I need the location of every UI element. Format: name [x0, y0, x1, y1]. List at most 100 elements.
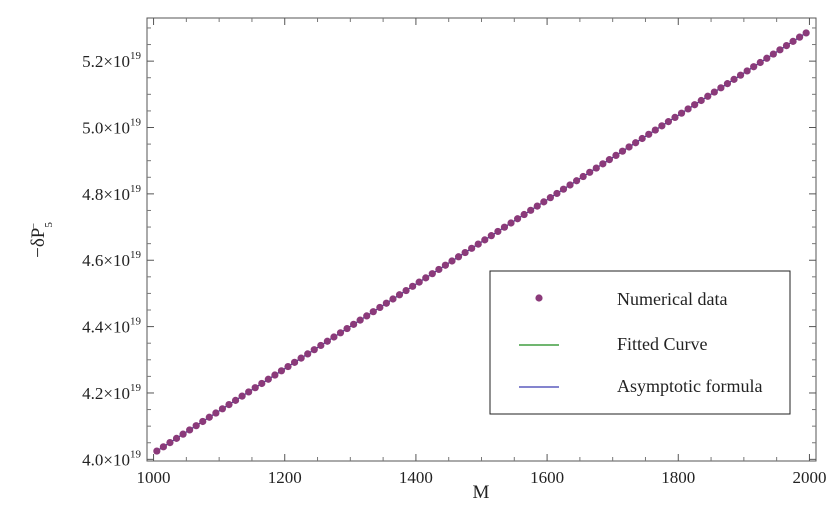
data-point — [664, 118, 673, 126]
data-point — [389, 295, 397, 303]
data-point — [796, 33, 804, 41]
data-point — [546, 194, 554, 202]
legend-label-asymptotic: Asymptotic formula — [617, 376, 762, 396]
data-point — [304, 350, 312, 358]
data-point — [448, 257, 456, 265]
data-point — [435, 265, 443, 274]
data-point — [507, 219, 515, 227]
data-point — [592, 164, 600, 172]
data-point — [717, 84, 725, 92]
data-point — [356, 316, 364, 324]
series-line — [156, 32, 807, 452]
data-point — [310, 346, 318, 354]
data-point — [330, 333, 338, 341]
data-point — [251, 384, 259, 392]
data-point — [409, 282, 417, 290]
data-point — [645, 130, 653, 138]
data-point — [494, 227, 502, 236]
data-point — [382, 299, 390, 307]
data-point — [415, 278, 423, 286]
data-point — [290, 358, 299, 366]
y-ticks: 4.0×10194.2×10194.4×10194.6×10194.8×1019… — [82, 27, 816, 469]
data-point — [625, 143, 633, 151]
data-point — [258, 379, 266, 388]
data-point — [632, 139, 640, 147]
x-tick-label: 1000 — [137, 468, 171, 487]
data-point — [763, 54, 771, 62]
data-point — [730, 75, 738, 83]
data-point — [605, 156, 613, 164]
data-point — [533, 202, 541, 210]
data-point — [192, 422, 200, 430]
data-point — [153, 447, 161, 455]
data-point — [586, 168, 594, 176]
data-points — [153, 29, 810, 455]
y-axis-label: −δP5− — [28, 222, 55, 258]
y-tick-label: 4.2×1019 — [82, 382, 141, 403]
y-tick-label: 4.0×1019 — [82, 448, 141, 469]
data-point — [218, 405, 227, 413]
data-point — [802, 29, 810, 37]
data-point — [323, 337, 331, 345]
data-point — [782, 42, 791, 50]
data-point — [159, 443, 167, 451]
data-point — [474, 240, 482, 248]
data-point — [658, 122, 666, 130]
data-point — [264, 375, 272, 383]
data-point — [573, 177, 581, 185]
data-point — [166, 438, 174, 447]
data-point — [245, 388, 253, 396]
legend-label-numerical: Numerical data — [617, 289, 727, 309]
data-point — [212, 409, 220, 417]
x-tick-label: 1400 — [399, 468, 433, 487]
data-point — [363, 312, 371, 320]
data-point — [559, 185, 568, 193]
data-point — [527, 206, 535, 214]
x-tick-label: 1200 — [268, 468, 302, 487]
x-axis-label: M — [473, 482, 490, 503]
data-point — [487, 232, 495, 240]
data-point — [638, 134, 646, 143]
data-point — [789, 37, 797, 45]
data-point — [677, 109, 686, 117]
y-tick-label: 5.0×1019 — [82, 117, 141, 138]
data-point — [566, 181, 574, 189]
data-point — [599, 160, 607, 168]
data-point — [205, 413, 213, 421]
data-point — [553, 189, 561, 198]
data-point — [520, 210, 528, 219]
data-point — [454, 253, 463, 261]
data-point — [238, 392, 246, 400]
data-point — [776, 46, 784, 54]
data-point — [376, 303, 384, 312]
data-point — [297, 354, 305, 362]
data-point — [500, 223, 509, 231]
data-point — [369, 308, 377, 316]
data-point — [743, 67, 751, 75]
series-lines — [156, 32, 807, 452]
data-point — [736, 71, 745, 79]
data-point — [579, 172, 587, 181]
x-tick-label: 2000 — [792, 468, 826, 487]
y-tick-label: 4.4×1019 — [82, 316, 141, 337]
data-point — [179, 430, 187, 438]
data-point — [422, 274, 430, 282]
data-point — [618, 147, 627, 155]
data-point — [612, 151, 620, 160]
data-point — [350, 320, 358, 328]
data-point — [402, 286, 410, 295]
data-point — [468, 244, 476, 252]
data-point — [271, 371, 279, 379]
data-point — [671, 113, 679, 121]
x-tick-label: 1800 — [661, 468, 695, 487]
data-point — [231, 396, 240, 404]
data-point — [317, 341, 325, 350]
data-point — [750, 63, 758, 71]
data-point — [284, 362, 292, 371]
data-point — [441, 261, 450, 269]
data-point — [691, 101, 699, 109]
data-point — [186, 426, 194, 434]
data-point — [756, 58, 764, 67]
data-point — [172, 434, 181, 442]
